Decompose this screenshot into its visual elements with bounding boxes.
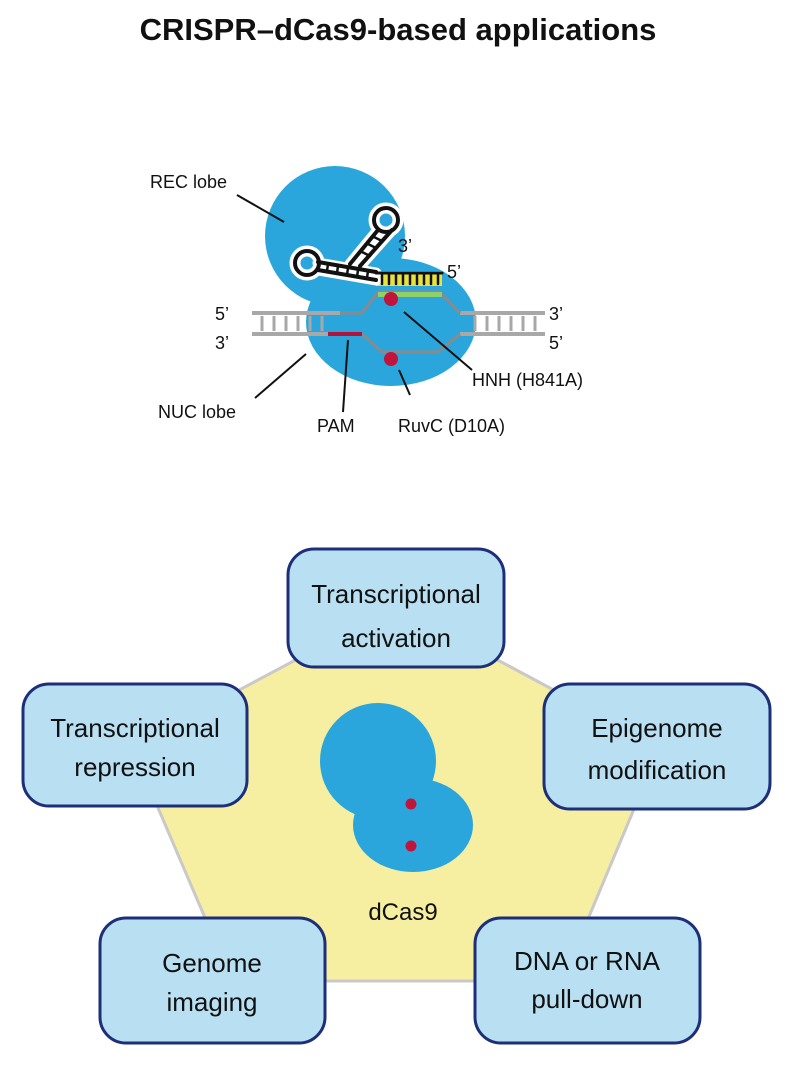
- imaging-line1: Genome: [162, 948, 262, 978]
- sgrna-scaffold: [289, 202, 444, 286]
- activation-line1: Transcriptional: [311, 579, 481, 609]
- nuc-lobe-shape: [306, 258, 476, 386]
- target-dna-heteroduplex: [378, 292, 442, 297]
- pam-label: PAM: [317, 416, 355, 436]
- hnh-site-dot: [384, 292, 398, 306]
- dcas9-icon: [320, 703, 473, 872]
- rec-lobe-label: REC lobe: [150, 172, 227, 192]
- dna-duplex-left: [252, 311, 340, 336]
- dna-top-right-label: 3’: [549, 304, 563, 324]
- box-dna-rna-pulldown: DNA or RNA pull-down: [473, 916, 702, 1045]
- box-transcriptional-repression: Transcriptional repression: [21, 682, 249, 808]
- dna-bottom-right-label: 5’: [549, 333, 563, 353]
- repression-line1: Transcriptional: [50, 713, 220, 743]
- epigenome-line2: modification: [588, 755, 727, 785]
- cas9-schematic: REC lobe NUC lobe PAM RuvC (D10A) HNH (H…: [150, 166, 583, 436]
- nuc-lobe-label: NUC lobe: [158, 402, 236, 422]
- pulldown-line2: pull-down: [531, 984, 642, 1014]
- repression-line2: repression: [74, 752, 195, 782]
- leader-lines: [236, 194, 473, 413]
- figure-title: CRISPR–dCas9-based applications: [140, 12, 657, 47]
- box-genome-imaging: Genome imaging: [98, 916, 327, 1045]
- ruvc-label: RuvC (D10A): [398, 416, 505, 436]
- dna-duplex-right: [460, 311, 545, 336]
- rna-3prime-label: 3’: [398, 236, 412, 256]
- pulldown-line1: DNA or RNA: [514, 946, 661, 976]
- rna-5prime-label: 5’: [447, 262, 461, 282]
- dna-top-left-label: 5’: [215, 304, 229, 324]
- imaging-line2: imaging: [166, 987, 257, 1017]
- activation-line2: activation: [341, 623, 451, 653]
- hnh-label: HNH (H841A): [472, 370, 583, 390]
- epigenome-line1: Epigenome: [591, 713, 723, 743]
- dcas9-label: dCas9: [368, 899, 437, 926]
- applications-diagram: dCas9 Transcriptional activation Transcr…: [21, 547, 772, 1045]
- box-epigenome-modification: Epigenome modification: [542, 682, 772, 811]
- ruvc-site-dot: [384, 352, 398, 366]
- box-transcriptional-activation: Transcriptional activation: [286, 547, 506, 669]
- dna-bottom-left-label: 3’: [215, 333, 229, 353]
